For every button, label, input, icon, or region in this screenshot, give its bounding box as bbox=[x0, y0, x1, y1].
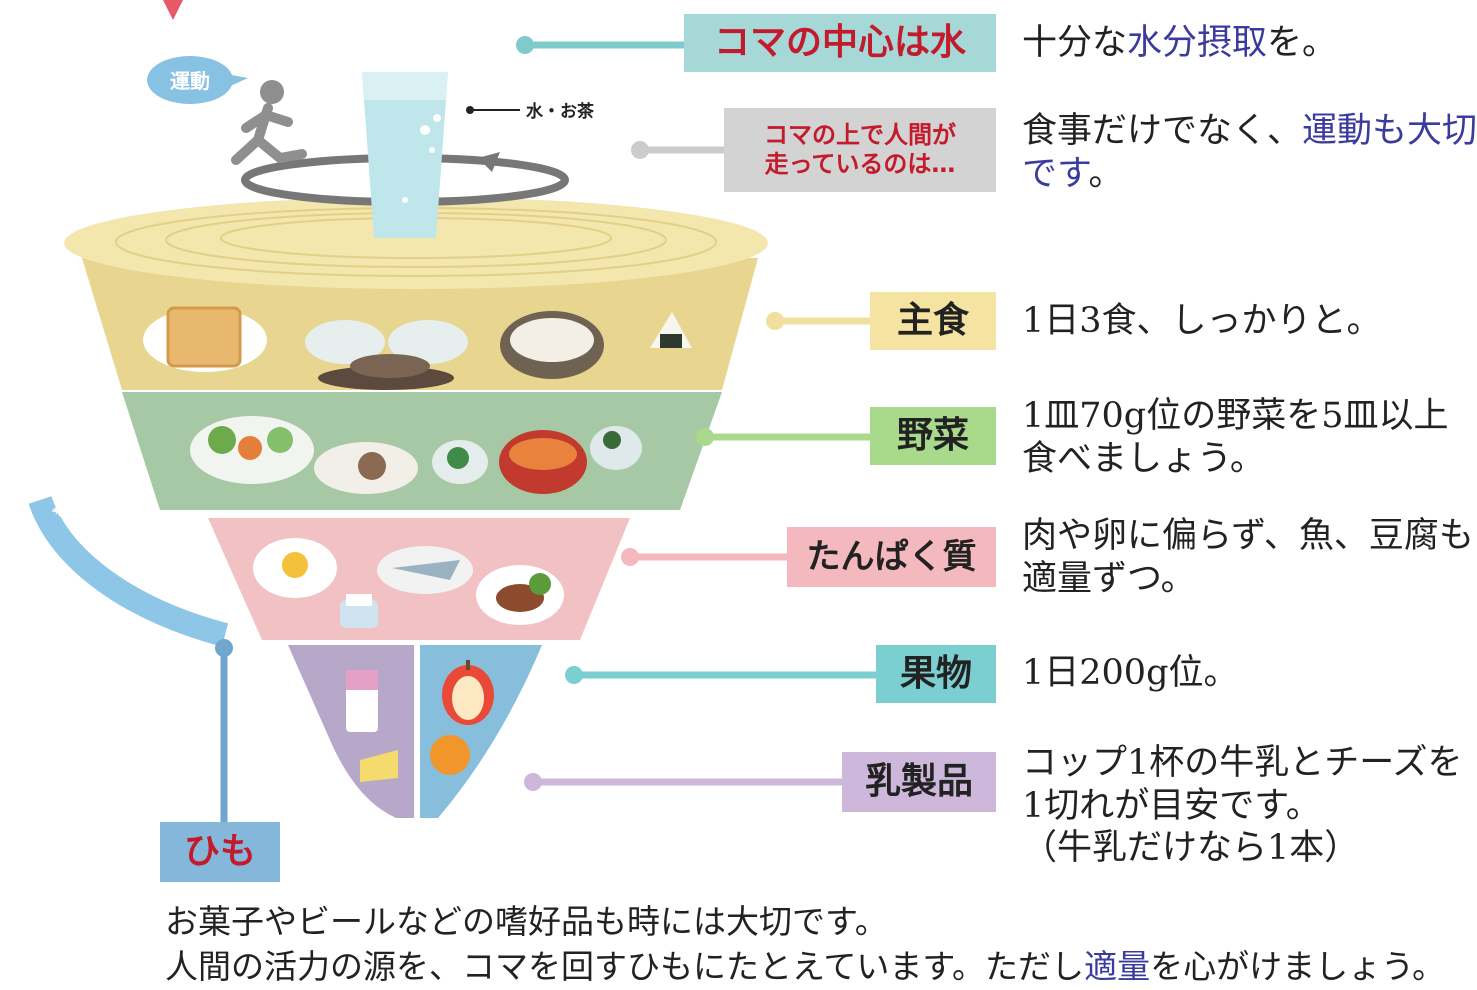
footer-line2-highlight: 適量 bbox=[1084, 947, 1151, 986]
label-protein: たんぱく質 bbox=[787, 527, 996, 587]
water-glass-icon bbox=[362, 72, 448, 238]
label-string: ひも bbox=[160, 822, 280, 882]
desc-vegetable-line2: 食べましょう。 bbox=[1022, 438, 1265, 479]
string-figure: 菓子・嗜好飲料 楽しく適度に bbox=[28, 495, 233, 822]
desc-water: 十分な水分摂取を。 bbox=[1022, 22, 1337, 65]
label-staple: 主食 bbox=[870, 292, 996, 350]
footer-line2-pre: 人間の活力の源を、コマを回すひもにたとえています。ただし bbox=[165, 947, 1085, 986]
exercise-bubble bbox=[147, 56, 233, 104]
desc-water-highlight: 水分摂取 bbox=[1127, 23, 1268, 63]
desc-dairy-line3: （牛乳だけなら1本） bbox=[1022, 828, 1360, 869]
label-string-text: ひも bbox=[183, 831, 256, 873]
label-fruit: 果物 bbox=[876, 645, 996, 703]
label-running: コマの上で人間が 走っているのは… bbox=[724, 108, 996, 192]
label-water: コマの中心は水 bbox=[684, 14, 996, 72]
desc-fruit-text: 1日200g位。 bbox=[1022, 653, 1239, 693]
desc-running-pre: 食事だけでなく、 bbox=[1022, 111, 1303, 151]
desc-dairy: コップ1杯の牛乳とチーズを 1切れが目安です。 （牛乳だけなら1本） bbox=[1022, 742, 1463, 870]
dairy-food-icons bbox=[346, 670, 398, 782]
label-fruit-text: 果物 bbox=[899, 653, 972, 695]
desc-dairy-line1: コップ1杯の牛乳とチーズを bbox=[1022, 743, 1463, 783]
desc-vegetable-line1: 1皿70g位の野菜を5皿以上 bbox=[1022, 396, 1449, 436]
fruit-food-icons bbox=[430, 660, 494, 775]
desc-protein-line2: 適量ずつ。 bbox=[1022, 558, 1196, 599]
desc-running-highlight1: 運動も大切 bbox=[1302, 111, 1477, 151]
label-running-line2: 走っているのは… bbox=[764, 150, 956, 178]
label-dairy: 乳製品 bbox=[842, 752, 996, 812]
footer-line2-post: を心がけましょう。 bbox=[1150, 947, 1446, 986]
desc-running: 食事だけでなく、運動も大切 です。 bbox=[1022, 110, 1477, 195]
protein-food-icons bbox=[253, 538, 564, 628]
desc-staple: 1日3食、しっかりと。 bbox=[1022, 300, 1382, 343]
vegetable-food-icons bbox=[190, 416, 642, 494]
desc-fruit: 1日200g位。 bbox=[1022, 652, 1238, 695]
label-water-text: コマの中心は水 bbox=[713, 22, 966, 64]
exercise-bubble-text: 運動 bbox=[170, 69, 210, 93]
water-tea-callout: 水・お茶 bbox=[526, 101, 595, 122]
desc-dairy-line2: 1切れが目安です。 bbox=[1022, 785, 1321, 826]
running-person-icon bbox=[231, 80, 307, 165]
label-running-line1: コマの上で人間が bbox=[764, 121, 956, 150]
desc-running-highlight2: です bbox=[1022, 153, 1089, 194]
footer-line1: お菓子やビールなどの嗜好品も時には大切です。 bbox=[165, 895, 888, 943]
desc-protein-line1: 肉や卵に偏らず、魚、豆腐も bbox=[1022, 516, 1474, 556]
label-staple-text: 主食 bbox=[896, 300, 969, 342]
red-arrow-marker bbox=[163, 0, 183, 20]
staple-food-icons bbox=[143, 306, 692, 390]
desc-protein: 肉や卵に偏らず、魚、豆腐も 適量ずつ。 bbox=[1022, 515, 1474, 600]
label-protein-text: たんぱく質 bbox=[806, 536, 977, 577]
desc-running-post: 。 bbox=[1088, 153, 1124, 194]
label-vegetable-text: 野菜 bbox=[896, 415, 969, 457]
label-dairy-text: 乳製品 bbox=[864, 761, 973, 803]
desc-water-post: を。 bbox=[1267, 23, 1338, 63]
footer-line2: 人間の活力の源を、コマを回すひもにたとえています。ただし適量を心がけましょう。 bbox=[165, 940, 1445, 988]
label-vegetable: 野菜 bbox=[870, 407, 996, 465]
spinning-top: 水・お茶 運動 bbox=[64, 56, 768, 818]
connector-lines bbox=[516, 36, 876, 791]
desc-staple-text: 1日3食、しっかりと。 bbox=[1022, 301, 1382, 341]
desc-vegetable: 1皿70g位の野菜を5皿以上 食べましょう。 bbox=[1022, 395, 1448, 480]
footer-line1-text: お菓子やビールなどの嗜好品も時には大切です。 bbox=[165, 902, 888, 941]
desc-water-pre: 十分な bbox=[1022, 23, 1128, 63]
